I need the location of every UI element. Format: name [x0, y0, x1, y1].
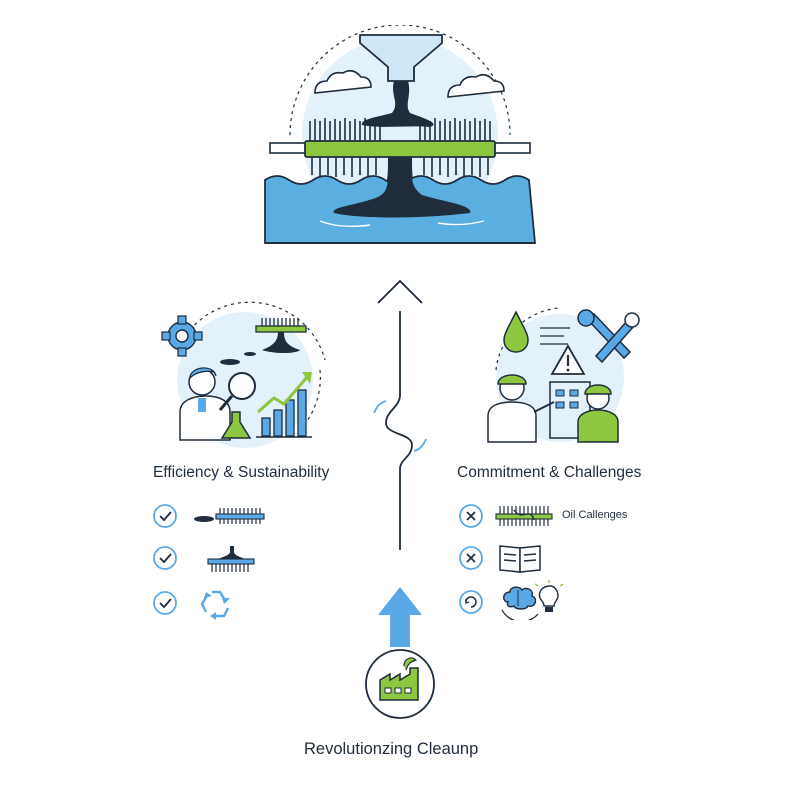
brain-lightbulb-icon	[501, 580, 564, 620]
cross-circle-icon	[459, 504, 483, 528]
factory-badge	[364, 648, 436, 720]
efficiency-illustration	[150, 300, 340, 450]
commitment-illustration	[478, 300, 648, 450]
commitment-heading: Commitment & Challenges	[457, 464, 642, 481]
oil-drop-icon	[503, 310, 529, 353]
right-item-3	[458, 580, 578, 620]
left-item-3	[152, 586, 282, 620]
magnifier-icon	[218, 372, 256, 411]
process-arrow	[360, 275, 440, 560]
cloud-icon	[314, 69, 372, 94]
warning-icon	[550, 344, 586, 375]
right-item-1	[458, 502, 558, 530]
right-item-2	[458, 542, 558, 574]
check-circle-icon	[153, 546, 177, 570]
factory-icon	[379, 657, 419, 701]
left-item-1	[152, 502, 282, 530]
check-circle-icon	[153, 591, 177, 615]
cross-circle-icon	[459, 546, 483, 570]
skimmer-brush-icon	[194, 508, 265, 524]
worker-figure	[577, 384, 619, 443]
gear-icon	[161, 315, 203, 357]
bottom-caption: Revolutionzing Cleaunp	[304, 740, 479, 758]
wrench-icon	[577, 309, 640, 364]
open-book-icon	[499, 545, 541, 573]
cycle-circle-icon	[459, 590, 483, 614]
efficiency-heading: Efficiency & Sustainability	[153, 464, 330, 481]
check-circle-icon	[153, 504, 177, 528]
oil-challenges-label: Oil Callenges	[562, 509, 628, 521]
engineer-figure	[487, 374, 555, 443]
oil-brush-device-icon	[207, 546, 255, 572]
recycle-icon	[200, 590, 230, 620]
hero-illustration	[260, 25, 540, 250]
scientist-figure	[179, 367, 231, 441]
tangled-brush-icon	[495, 506, 553, 526]
up-arrow-icon	[376, 585, 424, 649]
left-item-2	[152, 542, 282, 574]
